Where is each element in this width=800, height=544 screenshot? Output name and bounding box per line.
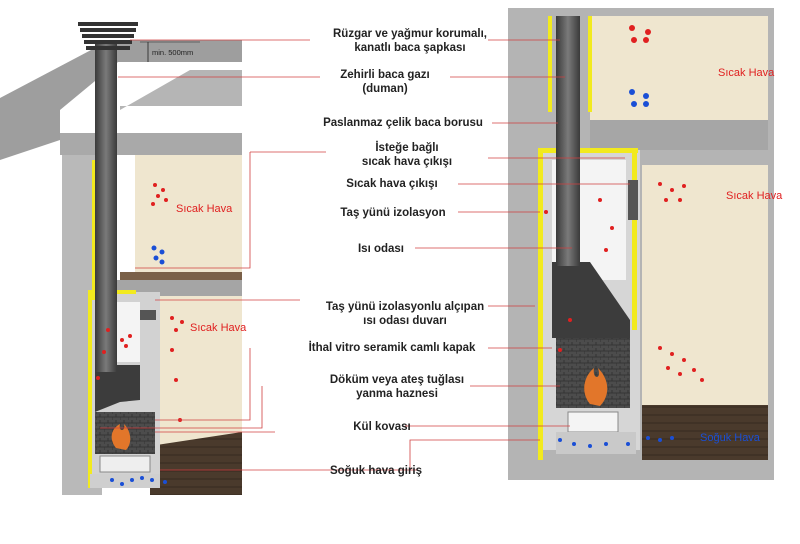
- label-drywall-line2: ısı odası duvarı: [363, 315, 447, 327]
- leader-lines: [100, 39, 630, 471]
- roof-right: [120, 70, 242, 110]
- cold-air-dots-right: [558, 89, 674, 448]
- right-lower-room: [642, 165, 768, 405]
- cold-air-dots-left: [110, 245, 167, 486]
- lower-room: [160, 296, 242, 446]
- right-slab: [590, 120, 768, 150]
- right-upper-room: [590, 16, 768, 120]
- label-firebox-line1: Döküm veya ateş tuğlası: [330, 374, 464, 386]
- heat-chamber-insulation: [88, 292, 92, 488]
- upper-room: [135, 155, 242, 273]
- right-insulation-right: [632, 150, 637, 330]
- label-optional-outlet-line1: İsteğe bağlı: [375, 141, 438, 154]
- label-column: Rüzgar ve yağmur korumalı, kanatlı baca …: [309, 28, 487, 477]
- right-floor: [642, 405, 768, 460]
- right-insulation-top: [538, 148, 638, 153]
- label-rockwool: Taş yünü izolasyon: [340, 207, 445, 219]
- right-detail-section: Sıcak Hava Sıcak Hava Soğuk Hava: [508, 8, 783, 480]
- label-chimney-cap-line1: Rüzgar ve yağmur korumalı,: [333, 28, 487, 40]
- right-ash-box: [567, 411, 619, 433]
- ash-box: [99, 455, 151, 473]
- label-flue-gas-line1: Zehirli baca gazı: [340, 69, 429, 81]
- chimney-cap-icon: [78, 22, 138, 50]
- right-insulation-left: [538, 150, 543, 460]
- right-hot-air-middle: Sıcak Hava: [726, 190, 783, 202]
- hot-air-dots-left: [96, 183, 184, 422]
- hot-air-label-lower: Sıcak Hava: [190, 322, 247, 334]
- right-fire-icon: [584, 368, 608, 406]
- hot-air-dots-right: [544, 25, 704, 382]
- right-hot-air-upper: Sıcak Hava: [718, 67, 775, 79]
- base-left: [90, 474, 160, 488]
- vent-left: [140, 310, 156, 320]
- pipe-insulation-left: [92, 160, 95, 300]
- right-insulation-upper: [548, 16, 552, 112]
- label-hot-air-outlet: Sıcak hava çıkışı: [346, 178, 437, 190]
- fire-icon: [111, 424, 131, 450]
- lower-floor: [150, 432, 242, 495]
- chimney-pipe-left: [95, 42, 117, 372]
- upper-slab: [60, 133, 242, 155]
- firebox-hood: [95, 365, 140, 412]
- label-drywall-line1: Taş yünü izolasyonlu alçıpan: [326, 301, 484, 313]
- label-steel-pipe: Paslanmaz çelik baca borusu: [323, 117, 483, 129]
- label-ash-box: Kül kovası: [353, 421, 411, 433]
- roof: [0, 40, 242, 160]
- right-insulation-upper2: [588, 16, 592, 112]
- right-base: [556, 432, 636, 454]
- chimney-pipe-right: [556, 16, 580, 266]
- right-cold-air: Soğuk Hava: [700, 432, 761, 444]
- left-house-section: min. 500mm Sıcak Hava Sıcak Hava: [0, 22, 247, 495]
- vent-right: [628, 180, 638, 220]
- label-chimney-cap-line2: kanatlı baca şapkası: [354, 42, 465, 54]
- dimension-label: min. 500mm: [152, 48, 193, 57]
- label-firebox-line2: yanma haznesi: [356, 388, 438, 400]
- label-glass-door: İthal vitro seramik camlı kapak: [309, 341, 476, 354]
- label-heat-chamber: Isı odası: [358, 243, 404, 255]
- hot-air-label-upper: Sıcak Hava: [176, 203, 233, 215]
- label-cold-air-inlet: Soğuk hava giriş: [330, 465, 422, 477]
- label-optional-outlet-line2: sıcak hava çıkışı: [362, 156, 452, 168]
- label-flue-gas-line2: (duman): [362, 83, 408, 95]
